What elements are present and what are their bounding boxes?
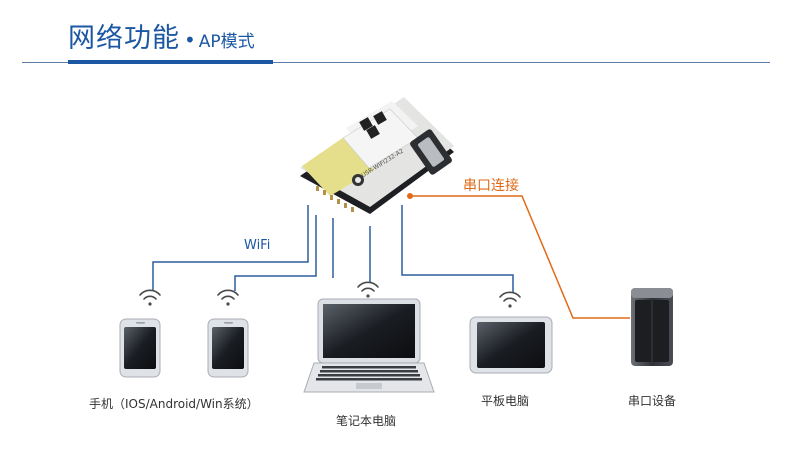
serial-device-icon	[631, 288, 673, 366]
wifi-signal-icon	[357, 281, 379, 298]
serial-link-label: 串口连接	[463, 178, 519, 194]
phone-icon	[207, 318, 249, 378]
wifi-signal-icon	[499, 291, 521, 308]
header-divider-accent	[68, 60, 273, 64]
wifi-connection-lines	[152, 205, 514, 292]
wifi-signal-icon	[139, 289, 161, 306]
title-main: 网络功能	[68, 23, 180, 54]
wifi-link-label: WiFi	[244, 238, 271, 253]
title-separator: •	[184, 28, 196, 52]
header-divider	[22, 62, 770, 63]
wifi-signal-icon	[217, 289, 239, 306]
laptop-icon	[303, 298, 435, 393]
wifi-module: USR-WIFI232-A2	[300, 97, 454, 214]
page-title: 网络功能 • AP模式	[68, 16, 255, 55]
phone-icon	[119, 318, 161, 378]
laptop-label: 笔记本电脑	[336, 414, 397, 428]
tablet-label: 平板电脑	[481, 394, 530, 408]
phone-label: 手机（IOS/Android/Win系统）	[89, 397, 259, 411]
serial-device-label: 串口设备	[628, 394, 677, 408]
tablet-icon	[469, 316, 553, 374]
serial-connection-line	[407, 193, 630, 319]
title-subtitle: AP模式	[198, 32, 255, 52]
